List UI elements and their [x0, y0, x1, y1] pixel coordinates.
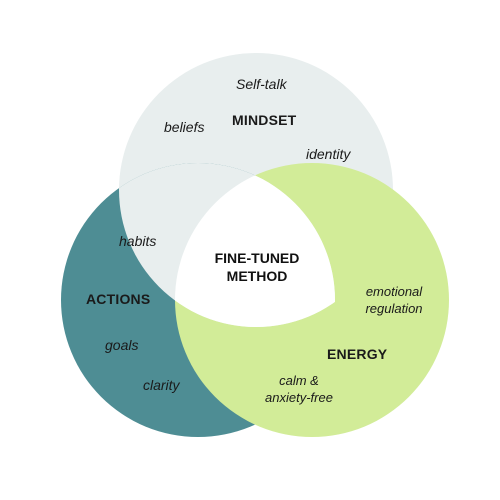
- actions-item-goals: goals: [105, 337, 139, 353]
- mindset-item-selftalk: Self-talk: [236, 76, 287, 92]
- center-title: FINE-TUNED METHOD: [207, 250, 307, 285]
- actions-item-clarity: clarity: [143, 377, 180, 393]
- energy-item-calm-line2: anxiety-free: [265, 389, 333, 405]
- mindset-item-beliefs: beliefs: [164, 119, 205, 135]
- energy-title: ENERGY: [327, 346, 388, 362]
- center-title-line2: METHOD: [226, 267, 288, 284]
- mindset-title: MINDSET: [232, 112, 297, 128]
- energy-item-emotional-regulation: emotional regulation: [356, 284, 432, 318]
- mindset-item-identity: identity: [306, 146, 351, 162]
- energy-item-emotional-regulation-line1: emotional: [365, 284, 423, 299]
- center-title-line1: FINE-TUNED: [214, 250, 300, 266]
- energy-item-calm-line1: calm &: [279, 373, 319, 388]
- center-intersection: [175, 163, 335, 327]
- energy-item-emotional-regulation-line2: regulation: [365, 300, 423, 316]
- actions-item-habits: habits: [119, 233, 157, 249]
- energy-item-calm: calm & anxiety-free: [258, 373, 340, 407]
- actions-title: ACTIONS: [86, 291, 151, 307]
